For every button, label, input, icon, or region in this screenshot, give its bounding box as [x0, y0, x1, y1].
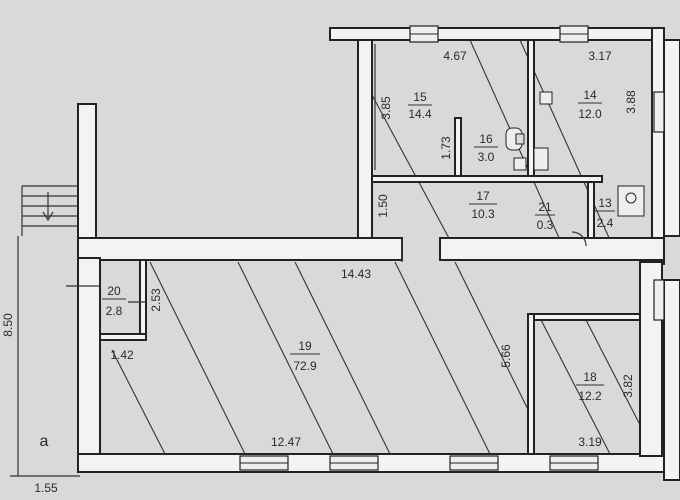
room-20-area: 2.8: [106, 304, 123, 318]
room-18-number: 18: [583, 370, 597, 384]
dimension-labels: 4.67 3.17 3.85 3.88 1.73 1.50 14.43 2.53…: [1, 49, 638, 495]
dim-5-66: 5.66: [499, 344, 513, 368]
room-21-area: 0.3: [537, 218, 554, 232]
dim-12-47: 12.47: [271, 435, 301, 449]
hatching-room-18: [539, 318, 640, 454]
room-14-label: 14 12.0: [578, 88, 602, 121]
door-arcs: [66, 231, 587, 303]
room-17-area: 10.3: [471, 207, 495, 221]
dim-8-50: 8.50: [1, 313, 15, 337]
room-18-label: 18 12.2: [576, 370, 604, 403]
room-20-number: 20: [107, 284, 121, 298]
dimension-lines: [10, 44, 376, 477]
room-19-area: 72.9: [293, 359, 317, 373]
washbasin-icon: [617, 185, 645, 217]
room-17-number: 17: [476, 189, 490, 203]
dim-3-82: 3.82: [621, 374, 635, 398]
dim-3-19: 3.19: [578, 435, 602, 449]
room-15-area: 14.4: [408, 107, 432, 121]
room-16-area: 3.0: [478, 150, 495, 164]
room-16-label: 16 3.0: [474, 132, 498, 164]
dim-3-88: 3.88: [624, 90, 638, 114]
room-17-label: 17 10.3: [469, 189, 497, 221]
hatching-room-19: [111, 262, 528, 454]
windows: [239, 25, 665, 471]
room-13-number: 13: [598, 196, 612, 210]
room-13-area: 2.4: [597, 216, 614, 230]
toilet-icon: [505, 127, 525, 151]
section-marker: a: [40, 433, 49, 450]
dim-1-55: 1.55: [34, 481, 58, 495]
room-15-number: 15: [413, 90, 427, 104]
dim-14-43: 14.43: [341, 267, 371, 281]
sink-icon: [513, 91, 553, 171]
room-16-number: 16: [479, 132, 493, 146]
dim-4-67: 4.67: [443, 49, 467, 63]
room-19-number: 19: [298, 339, 312, 353]
dim-3-17: 3.17: [588, 49, 612, 63]
dim-3-85: 3.85: [379, 96, 393, 120]
room-14-area: 12.0: [578, 107, 602, 121]
dim-1-42: 1.42: [110, 348, 134, 362]
room-18-area: 12.2: [578, 389, 602, 403]
dim-1-50: 1.50: [376, 194, 390, 218]
room-14-number: 14: [583, 88, 597, 102]
room-20-label: 20 2.8: [102, 284, 126, 318]
room-15-label: 15 14.4: [408, 90, 432, 121]
room-21-label: 21 0.3: [535, 200, 555, 232]
stairs-icon: [21, 185, 78, 236]
dim-1-73: 1.73: [439, 136, 453, 160]
dim-2-53: 2.53: [149, 288, 163, 312]
room-21-number: 21: [538, 200, 552, 214]
room-19-label: 19 72.9: [290, 339, 320, 373]
room-13-label: 13 2.4: [595, 196, 615, 230]
